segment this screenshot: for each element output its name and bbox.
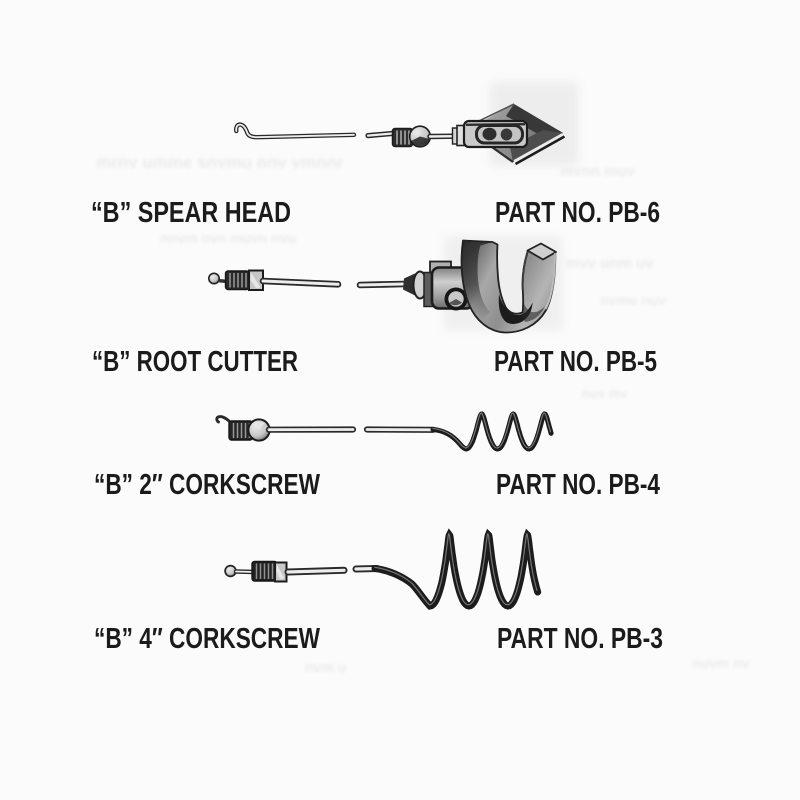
svg-text:nuvm nv: nuvm nv [692, 655, 750, 671]
svg-text:mvv unm uv: mvv unm uv [566, 255, 654, 272]
svg-text:“B” 2″ CORKSCREW: “B” 2″ CORKSCREW [94, 469, 321, 501]
svg-text:“B” 4″ CORKSCREW: “B” 4″ CORKSCREW [94, 623, 321, 655]
svg-text:PART NO. PB-4: PART NO. PB-4 [496, 469, 660, 501]
svg-text:mvnn muv: mvnn muv [560, 163, 636, 180]
svg-text:nuv mv: nuv mv [582, 386, 628, 401]
svg-text:“B” SPEAR HEAD: “B” SPEAR HEAD [91, 197, 291, 229]
svg-text:“B” ROOT CUTTER: “B” ROOT CUTTER [92, 346, 298, 378]
svg-text:PART NO. PB-3: PART NO. PB-3 [497, 623, 663, 655]
svg-text:mrnv umme snvmu nnv vmnnr: mrnv umme snvmu nnv vmnnr [96, 153, 344, 172]
svg-text:PART NO. PB-6: PART NO. PB-6 [495, 197, 660, 229]
svg-text:nnvm nvn muvn nvu: nnvm nvn muvn nvu [160, 230, 296, 246]
svg-text:nvmu nuv: nvmu nuv [600, 292, 666, 308]
svg-text:nvm u: nvm u [305, 659, 346, 675]
svg-text:PART NO. PB-5: PART NO. PB-5 [494, 346, 657, 378]
